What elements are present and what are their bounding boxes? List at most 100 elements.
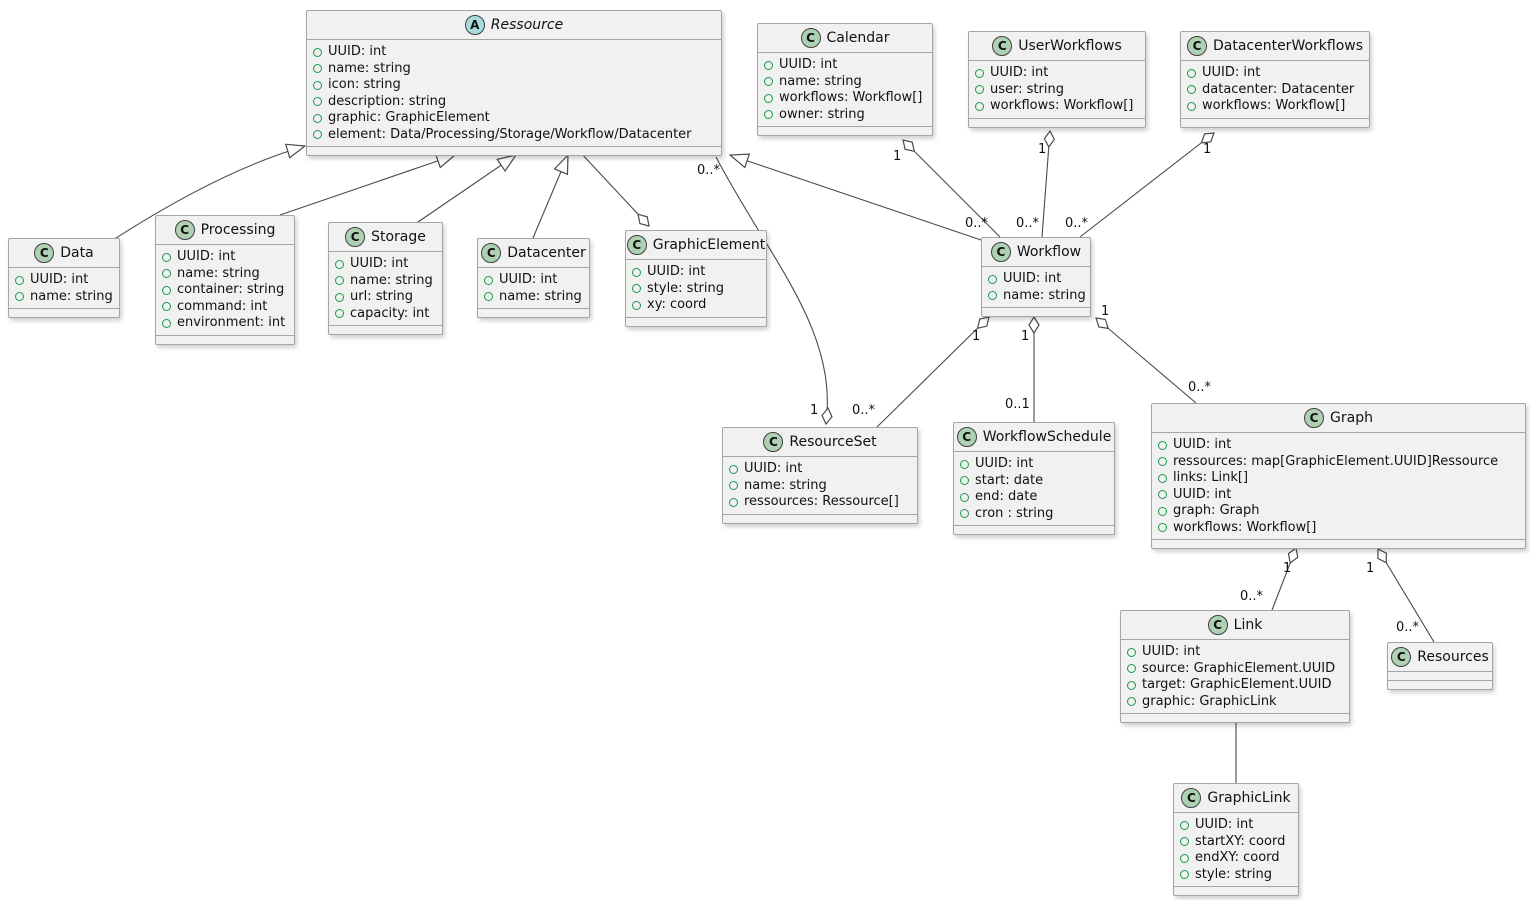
attribute-text: capacity: int xyxy=(350,305,430,321)
attribute-text: UUID: int xyxy=(350,256,409,271)
attribute-row: endXY: coord xyxy=(1180,850,1291,867)
class-kind-icon: C xyxy=(1207,615,1228,635)
class-name: Data xyxy=(60,245,94,261)
multiplicity-label-workflow-resourceset-source: 1 xyxy=(972,329,980,344)
class-kind-icon: C xyxy=(1186,36,1207,56)
field-bullet-icon xyxy=(313,113,322,123)
attribute-text: workflows: Workflow[] xyxy=(1173,519,1317,535)
multiplicity-label-calendar-workflow-source: 1 xyxy=(893,149,901,164)
field-bullet-icon xyxy=(1158,473,1167,483)
field-bullet-icon xyxy=(764,110,773,120)
field-bullet-icon xyxy=(1158,440,1167,450)
attribute-row: xy: coord xyxy=(632,297,759,314)
class-name: Ressource xyxy=(490,17,564,33)
attributes-compartment: UUID: int name: string xyxy=(9,267,119,308)
field-bullet-icon xyxy=(960,476,969,486)
attribute-row: name: string xyxy=(988,287,1086,305)
class-title: C UserWorkflows xyxy=(969,32,1145,60)
field-bullet-icon xyxy=(764,60,773,70)
field-bullet-icon xyxy=(15,275,24,285)
field-bullet-icon xyxy=(1127,664,1136,674)
field-bullet-icon xyxy=(960,459,969,469)
class-title: C Calendar xyxy=(758,24,932,52)
attribute-row: datacenter: Datacenter xyxy=(1187,82,1362,99)
attribute-row: UUID: int xyxy=(335,256,435,273)
attributes-compartment: UUID: int datacenter: Datacenter workflo… xyxy=(1181,60,1369,118)
edge-datacenterworkflows-workflow xyxy=(1079,133,1214,238)
operations-compartment xyxy=(329,325,442,334)
attribute-text: xy: coord xyxy=(647,297,707,312)
field-bullet-icon xyxy=(764,93,773,103)
attribute-row: name: string xyxy=(335,273,435,290)
class-title: C Storage xyxy=(329,223,442,251)
field-bullet-icon xyxy=(335,276,344,286)
field-bullet-icon xyxy=(960,492,969,502)
attribute-row: name: string xyxy=(162,266,287,283)
class-title: C Datacenter xyxy=(478,239,589,267)
attribute-text: graph: Graph xyxy=(1173,503,1260,518)
attribute-text: datacenter: Datacenter xyxy=(1202,81,1355,97)
field-bullet-icon xyxy=(1127,697,1136,707)
class-title: C GraphicLink xyxy=(1174,784,1298,812)
attribute-text: workflows: Workflow[] xyxy=(990,98,1134,113)
operations-compartment xyxy=(758,126,932,135)
attribute-row: UUID: int xyxy=(162,249,287,266)
attribute-text: UUID: int xyxy=(1202,65,1261,80)
field-bullet-icon xyxy=(1187,101,1196,111)
class-ressource: A Ressource UUID: int name: string icon:… xyxy=(306,10,722,156)
attribute-row: UUID: int xyxy=(1127,644,1342,661)
attribute-text: cron : string xyxy=(975,505,1054,521)
attribute-text: description: string xyxy=(328,93,447,109)
edge-data-ressource xyxy=(112,146,305,241)
class-name: UserWorkflows xyxy=(1018,38,1122,54)
attribute-row: command: int xyxy=(162,299,287,316)
attribute-row: source: GraphicElement.UUID xyxy=(1127,661,1342,678)
class-title: C GraphicElement xyxy=(626,231,766,259)
multiplicity-label-workflow-resourceset-target: 0..* xyxy=(852,403,876,418)
class-processing: C Processing UUID: int name: string cont… xyxy=(155,215,295,345)
class-kind-icon: A xyxy=(464,15,485,35)
multiplicity-label-resourceset-ressource-target: 0..* xyxy=(697,163,721,178)
field-bullet-icon xyxy=(729,481,738,491)
attribute-row: user: string xyxy=(975,82,1138,99)
attributes-compartment: UUID: int name: string container: string… xyxy=(156,244,294,335)
class-name: WorkflowSchedule xyxy=(982,429,1112,445)
attributes-compartment: UUID: int name: string xyxy=(478,267,589,308)
class-kind-icon: C xyxy=(1181,788,1202,808)
field-bullet-icon xyxy=(313,130,322,140)
class-title: C Resources xyxy=(1388,643,1492,671)
edge-graph-resources xyxy=(1378,549,1435,643)
class-name: DatacenterWorkflows xyxy=(1212,38,1364,54)
attribute-row: start: date xyxy=(960,473,1107,490)
field-bullet-icon xyxy=(1158,457,1167,467)
attribute-row: name: string xyxy=(764,74,925,91)
class-name: GraphicLink xyxy=(1207,790,1291,806)
operations-compartment xyxy=(723,513,917,523)
attribute-row: UUID: int xyxy=(975,65,1138,82)
attribute-row: name: string xyxy=(313,61,714,78)
attribute-text: UUID: int xyxy=(1003,271,1062,286)
attribute-text: UUID: int xyxy=(177,249,236,264)
attribute-text: command: int xyxy=(177,298,268,314)
operations-compartment xyxy=(982,307,1090,316)
attribute-text: end: date xyxy=(975,489,1038,504)
attribute-text: UUID: int xyxy=(990,65,1049,80)
class-title: C ResourceSet xyxy=(723,428,917,456)
attributes-compartment: UUID: int user: string workflows: Workfl… xyxy=(969,60,1145,118)
edge-graph-link xyxy=(1271,548,1296,611)
attribute-text: workflows: Workflow[] xyxy=(1202,98,1346,113)
class-kind-icon: C xyxy=(763,432,784,452)
class-name: GraphicElement xyxy=(652,237,766,253)
attributes-compartment: UUID: int name: string url: string capac… xyxy=(329,251,442,325)
field-bullet-icon xyxy=(162,252,171,262)
class-kind-icon: C xyxy=(1391,647,1412,667)
field-bullet-icon xyxy=(1180,853,1189,863)
attribute-row: style: string xyxy=(632,281,759,298)
class-title: C Graph xyxy=(1152,404,1525,432)
field-bullet-icon xyxy=(484,292,493,302)
attribute-row: UUID: int xyxy=(15,272,112,289)
class-title: C WorkflowSchedule xyxy=(954,423,1114,451)
attribute-text: name: string xyxy=(1003,287,1086,303)
operations-compartment xyxy=(1388,680,1492,689)
class-title: C Data xyxy=(9,239,119,267)
